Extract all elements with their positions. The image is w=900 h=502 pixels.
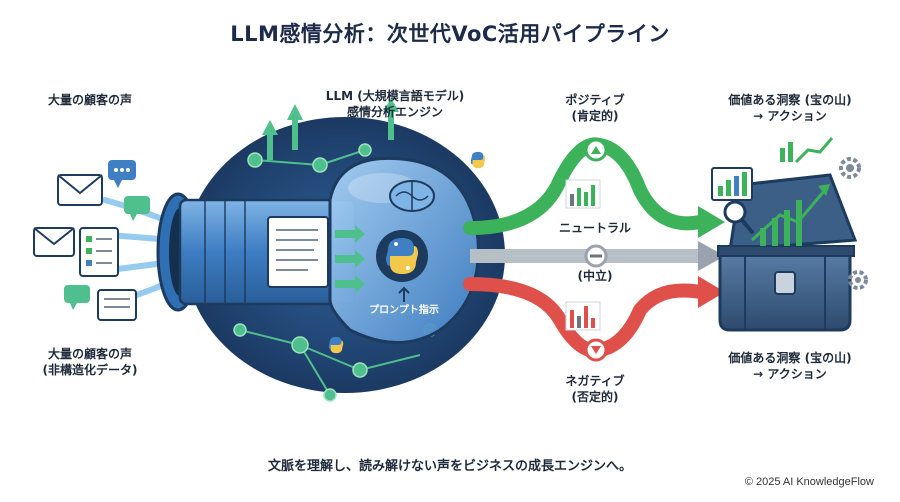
- envelope-icon: [57, 174, 103, 206]
- network-node: [247, 152, 263, 168]
- treasure-chest-icon: [717, 173, 858, 332]
- bar-chart-icon: [711, 167, 753, 201]
- chat-bubble-icon: [124, 196, 150, 221]
- prompt-arrow-icon: [398, 286, 410, 302]
- insight-bottom-label-2: → アクション: [753, 367, 827, 381]
- positive-label-1: ポジティブ: [565, 93, 625, 107]
- engine-label-2: 感情分析エンジン: [346, 105, 443, 119]
- neutral-label-1: ニュートラル: [545, 220, 645, 236]
- inner-flow-arrows: [335, 225, 365, 293]
- network-node: [352, 362, 368, 378]
- page-title: LLM感情分析：次世代VoC活用パイプライン: [230, 22, 670, 46]
- python-logo-icon: [470, 151, 486, 169]
- neutral-label-2: (中立): [545, 268, 645, 284]
- positive-label-2: (肯定的): [571, 109, 619, 123]
- negative-label-2: (否定的): [571, 390, 619, 404]
- bar-chart-icon: [565, 179, 601, 209]
- brain-icon: [389, 180, 435, 212]
- bar-chart-icon: [780, 137, 834, 164]
- network-node: [358, 143, 372, 157]
- python-logo-icon: [328, 336, 344, 354]
- insight-top-label-1: 価値ある洞察 (宝の山): [728, 93, 852, 107]
- negative-label-1: ネガティブ: [565, 374, 625, 388]
- network-graph: [239, 149, 421, 396]
- magnifier-icon: [723, 200, 754, 234]
- prompt-label: プロンプト指示: [369, 305, 439, 316]
- document-icon: [97, 289, 137, 321]
- voices-bottom-label-2: (非構造化データ): [42, 363, 138, 377]
- voices-bottom-label-1: 大量の顧客の声: [47, 347, 132, 361]
- insight-bottom-label-1: 価値ある洞察 (宝の山): [728, 351, 852, 365]
- chat-bubble-icon: [64, 285, 90, 310]
- negative-marker-icon: [584, 338, 608, 362]
- growth-arrows-icon: [262, 98, 399, 160]
- envelope-icon: [33, 227, 75, 257]
- engine-label-1: LLM (大規模言語モデル): [325, 89, 465, 103]
- network-node: [291, 336, 309, 354]
- copyright-notice: © 2025 AI KnowledgeFlow: [744, 476, 874, 488]
- python-logo-icon: [376, 230, 428, 282]
- gear-icon: [848, 270, 868, 290]
- gear-icon: [839, 157, 861, 179]
- insight-top-label-2: → アクション: [753, 109, 827, 123]
- document-icon: [267, 216, 329, 288]
- voices-top-label: 大量の顧客の声: [47, 93, 132, 107]
- neutral-marker-icon: [584, 244, 608, 268]
- positive-marker-icon: [584, 138, 608, 162]
- bar-chart-icon: [565, 301, 601, 331]
- network-node: [312, 157, 328, 173]
- network-node: [323, 388, 337, 402]
- bottom-caption: 文脈を理解し、読み解けない声をビジネスの成長エンジンへ。: [267, 459, 632, 474]
- network-node: [233, 323, 247, 337]
- chat-bubble-icon: [108, 160, 136, 188]
- checklist-icon: [79, 227, 119, 277]
